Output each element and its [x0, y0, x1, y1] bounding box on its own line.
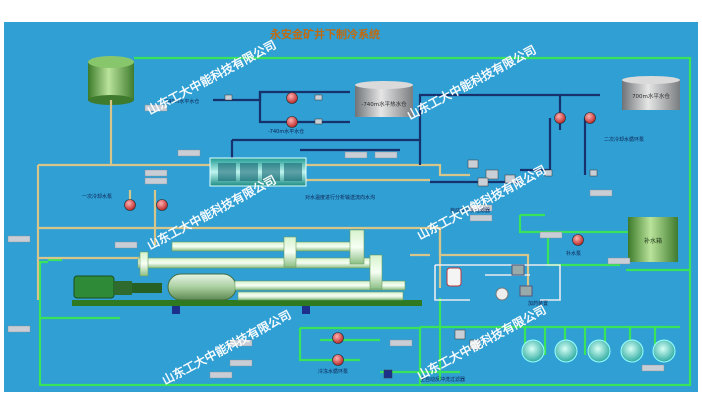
softener-tanks [521, 339, 676, 363]
pump-740-lower[interactable] [286, 116, 298, 128]
softener-tank-1 [521, 339, 545, 363]
label-first-pump: 一次冷却水泵 [82, 193, 112, 200]
tan-pipe-network [36, 100, 530, 300]
component-labels: 740m水平水仓 -740m水平水仓 二次冷却水循环泵 对水温度进行分析输送流向… [82, 98, 644, 383]
label-auto-filter-top: 自动反冲洗过滤器 [450, 207, 490, 214]
pump-secondary-1[interactable] [554, 112, 566, 124]
label-740-upper: 740m水平水仓 [165, 98, 199, 105]
softener-tank-4 [620, 339, 644, 363]
refill-water-tank: 补水箱 [628, 217, 678, 262]
label-740-lower: -740m水平水仓 [268, 128, 304, 135]
valve[interactable] [454, 329, 466, 340]
valve[interactable] [504, 174, 516, 184]
valve[interactable] [467, 159, 479, 169]
dosing-device [446, 264, 533, 301]
tank-740: -740m水平热水仓 [355, 81, 413, 117]
valve[interactable] [469, 339, 481, 350]
pump-740-upper[interactable] [286, 92, 298, 104]
label-secondary-pump: 二次冷却水循环泵 [604, 136, 644, 143]
tank-740-label: -740m水平热水仓 [361, 100, 407, 108]
pump-cold-water-1[interactable] [332, 332, 344, 344]
valve[interactable] [485, 169, 499, 180]
softener-tank-5 [652, 339, 676, 363]
pumps [124, 92, 596, 366]
tank-700-label: 700m水平水仓 [632, 92, 670, 100]
softener-tank-2 [554, 339, 578, 363]
refrigeration-unit [72, 229, 422, 314]
label-dosing: 加药装置 [528, 300, 548, 307]
label-refill-pump: 补水泵 [566, 250, 581, 257]
label-heat-exchanger-note: 对水温度进行分析输送流向水沟 [305, 194, 375, 201]
pump-first-cooling-2[interactable] [156, 199, 168, 211]
pump-refill[interactable] [572, 234, 584, 246]
heat-exchanger [209, 157, 307, 187]
valve[interactable] [224, 94, 233, 101]
valve[interactable] [314, 118, 323, 125]
pump-secondary-2[interactable] [584, 112, 596, 124]
valve[interactable] [314, 94, 323, 101]
pump-first-cooling-1[interactable] [124, 199, 136, 211]
top-left-tank [88, 56, 134, 105]
pump-cold-water-2[interactable] [332, 354, 344, 366]
softener-tank-3 [587, 339, 611, 363]
label-auto-filter-bottom: 全自动反冲洗过滤器 [420, 376, 465, 383]
valve[interactable] [477, 177, 489, 187]
page-title: 永安金矿井下制冷系统 [269, 27, 380, 41]
tank-700: 700m水平水仓 [622, 76, 680, 110]
valve[interactable] [383, 369, 393, 379]
valve[interactable] [589, 169, 598, 177]
instrument-readouts [7, 104, 665, 379]
refill-water-tank-label: 补水箱 [644, 237, 662, 245]
valve[interactable] [544, 169, 553, 177]
valves [224, 94, 598, 379]
label-cold-pump: 冷冻水循环泵 [318, 368, 348, 375]
